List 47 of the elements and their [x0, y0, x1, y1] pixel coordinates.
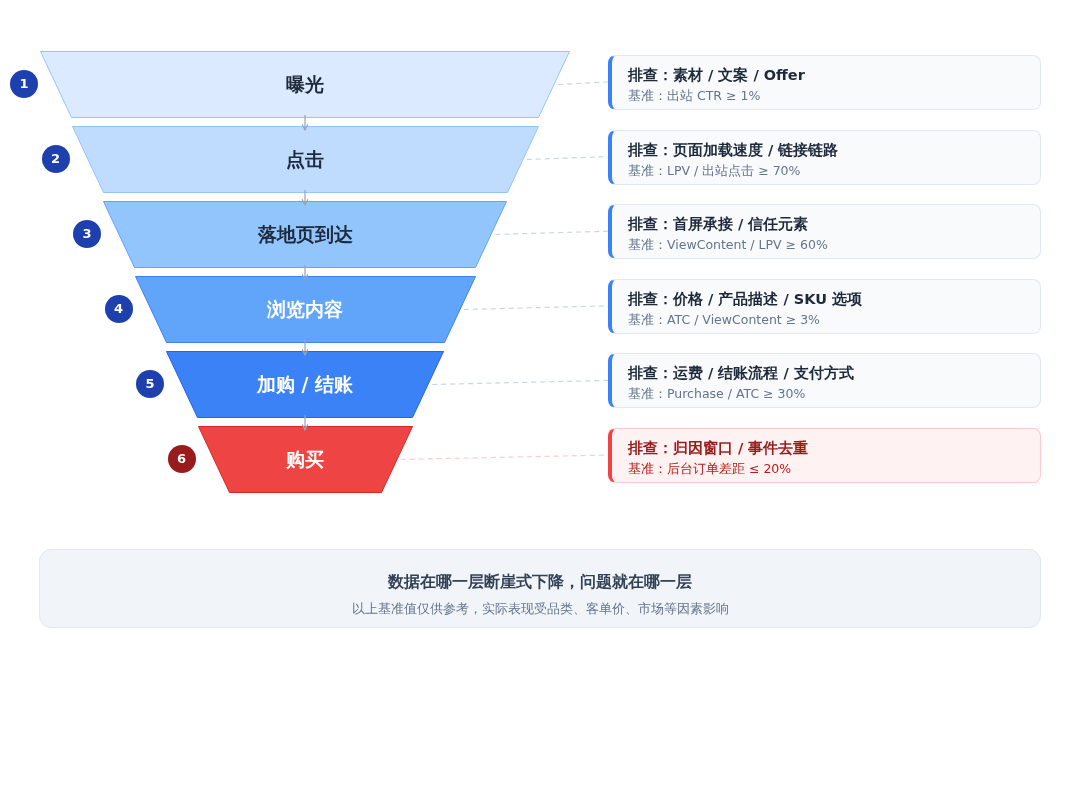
step-number: 6: [167, 445, 196, 473]
check-card: [608, 129, 1041, 185]
check-heading: 排查：价格 / 产品描述 / SKU 选项: [628, 289, 864, 309]
check-card: [608, 353, 1041, 409]
arrow: [301, 414, 309, 431]
summary-note: 以上基准值仅供参考，实际表现受品类、客单价、市场等因素影响: [351, 601, 729, 618]
funnel-stage: [103, 201, 507, 268]
funnel-stage: [197, 426, 413, 493]
stage-label: 购买: [285, 447, 325, 472]
check-card: [608, 204, 1041, 260]
benchmark-text: 基准：ATC / ViewContent ≥ 3%: [628, 311, 821, 329]
leader-line: [557, 81, 609, 86]
step-number: 5: [136, 370, 164, 398]
step-number: 2: [41, 145, 70, 173]
check-card: [608, 278, 1041, 334]
arrow: [301, 114, 309, 131]
stage-label: 点击: [285, 147, 325, 172]
check-card: [608, 428, 1041, 483]
benchmark-text: 基准：Purchase / ATC ≥ 30%: [628, 386, 807, 404]
check-heading: 排查：素材 / 文案 / Offer: [628, 66, 806, 85]
stage-label: 加购 / 结账: [255, 372, 355, 397]
summary-heading: 数据在哪一层断崖式下降，问题就在哪一层: [388, 572, 692, 593]
stage-label: 落地页到达: [256, 222, 354, 247]
check-heading: 排查：页面加载速度 / 链接链路: [628, 140, 840, 160]
arrow: [301, 339, 309, 356]
leader-line: [494, 230, 609, 236]
arrow: [301, 189, 309, 206]
leader-line: [431, 379, 609, 386]
step-number: 4: [104, 295, 133, 323]
step-number: 1: [10, 70, 38, 98]
check-card: [608, 55, 1041, 110]
benchmark-text: 基准：出站 CTR ≥ 1%: [628, 88, 762, 105]
check-heading: 排查：归因窗口 / 事件去重: [628, 439, 810, 458]
benchmark-text: 基准：ViewContent / LPV ≥ 60%: [628, 237, 829, 255]
benchmark-text: 基准：后台订单差距 ≤ 20%: [628, 461, 793, 478]
stage-label: 浏览内容: [266, 297, 344, 322]
step-number: 3: [73, 220, 101, 248]
benchmark-text: 基准：LPV / 出站点击 ≥ 70%: [628, 162, 802, 180]
funnel-stage: [40, 51, 570, 118]
check-heading: 排查：运费 / 结账流程 / 支付方式: [628, 364, 855, 384]
check-heading: 排查：首屏承接 / 信任元素: [628, 215, 810, 235]
arrow: [301, 264, 309, 281]
funnel-stage: [134, 276, 476, 343]
funnel-stage: [166, 351, 444, 418]
summary-panel: [39, 549, 1041, 628]
funnel-stage: [71, 126, 539, 193]
stage-label: 曝光: [285, 72, 325, 97]
